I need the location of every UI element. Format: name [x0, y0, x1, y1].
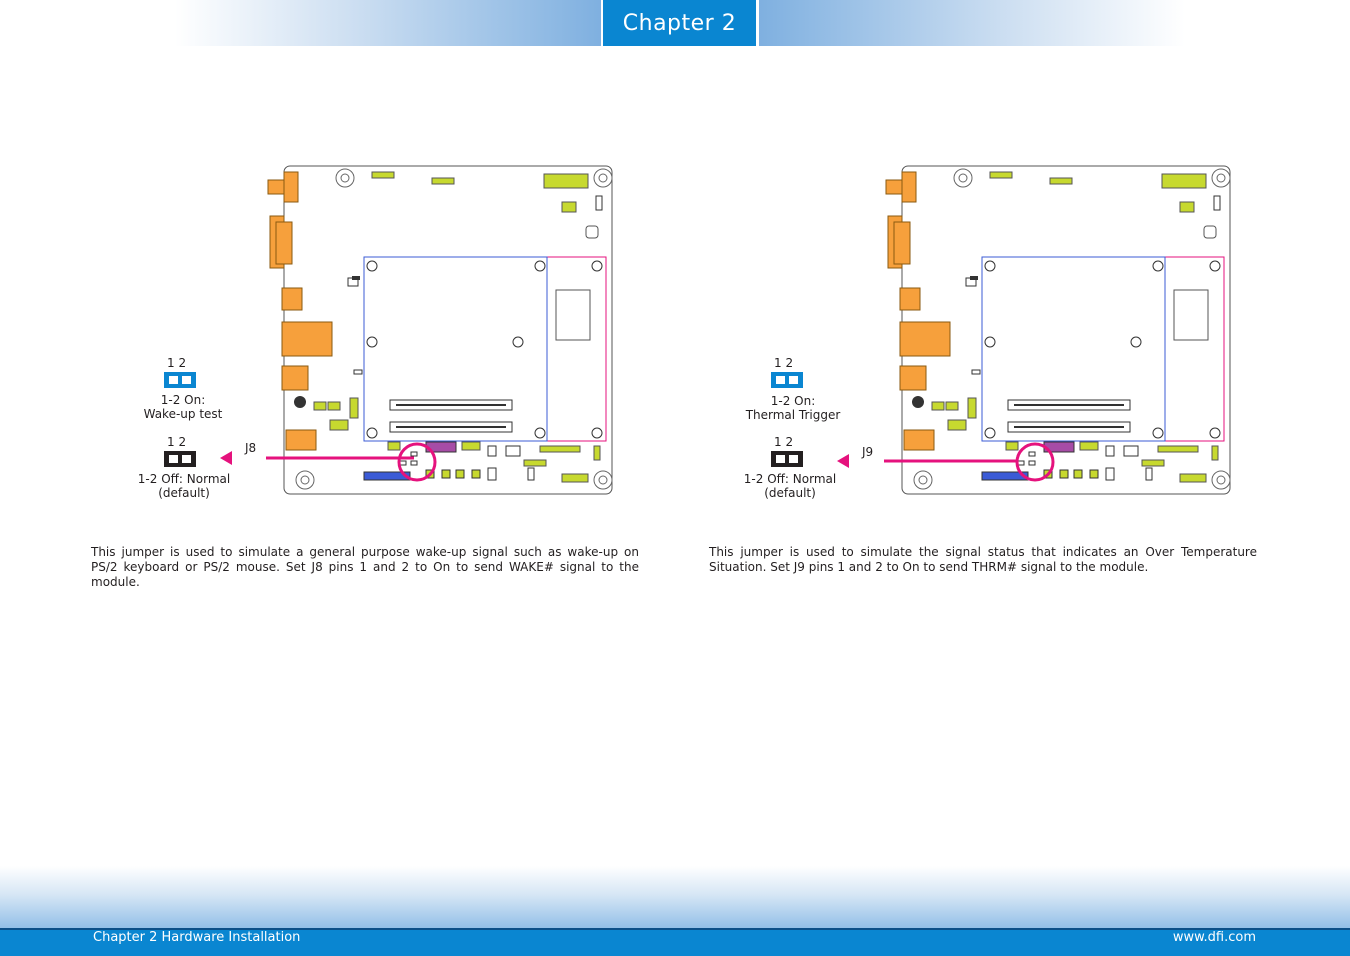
jumper-on-label-line1: 1-2 On: [160, 393, 206, 407]
description-text-right: This jumper is used to simulate the sign… [709, 545, 1257, 574]
jumper-on-icon-right [771, 372, 803, 388]
jumper-off-label-line1: 1-2 Off: Normal [137, 472, 231, 486]
pin-numbers-off-right: 1 2 [774, 435, 794, 449]
motherboard-diagram-left [266, 164, 616, 498]
jumper-name-right: J9 [862, 445, 874, 459]
jumper-on-label-right: 1-2 On: Thermal Trigger [738, 394, 848, 422]
jumper-off-label-right: 1-2 Off: Normal (default) [729, 472, 851, 500]
jumper-off-icon [164, 451, 196, 467]
footer-website-link[interactable]: www.dfi.com [1172, 930, 1256, 945]
jumper-on-label-right-line1: 1-2 On: [770, 394, 816, 408]
footer-chapter-title: Chapter 2 Hardware Installation [93, 930, 301, 945]
jumper-on-icon [164, 372, 196, 388]
pin-numbers-on: 1 2 [167, 356, 187, 370]
jumper-on-label-right-line2: Thermal Trigger [745, 408, 841, 422]
jumper-off-label-right-line2: (default) [764, 486, 816, 500]
footer-gradient [0, 866, 1350, 930]
pin-numbers-on-right: 1 2 [774, 356, 794, 370]
motherboard-diagram-right [884, 164, 1234, 498]
header-gradient-left [175, 0, 601, 46]
footer-bar [0, 928, 1350, 956]
jumper-on-label: 1-2 On: Wake-up test [133, 393, 233, 421]
jumper-off-icon-right [771, 451, 803, 467]
jumper-on-label-line2: Wake-up test [143, 407, 223, 421]
chapter-tab: Chapter 2 [603, 0, 756, 46]
jumper-off-label: 1-2 Off: Normal (default) [123, 472, 245, 500]
header-gradient-right [759, 0, 1185, 46]
pin-numbers-off: 1 2 [167, 435, 187, 449]
pointer-arrow-icon [220, 451, 232, 465]
jumper-name: J8 [245, 441, 257, 455]
description-text: This jumper is used to simulate a genera… [91, 545, 639, 589]
pointer-arrow-icon-right [837, 454, 849, 468]
jumper-off-label-line2: (default) [158, 486, 210, 500]
jumper-off-label-right-line1: 1-2 Off: Normal [743, 472, 837, 486]
